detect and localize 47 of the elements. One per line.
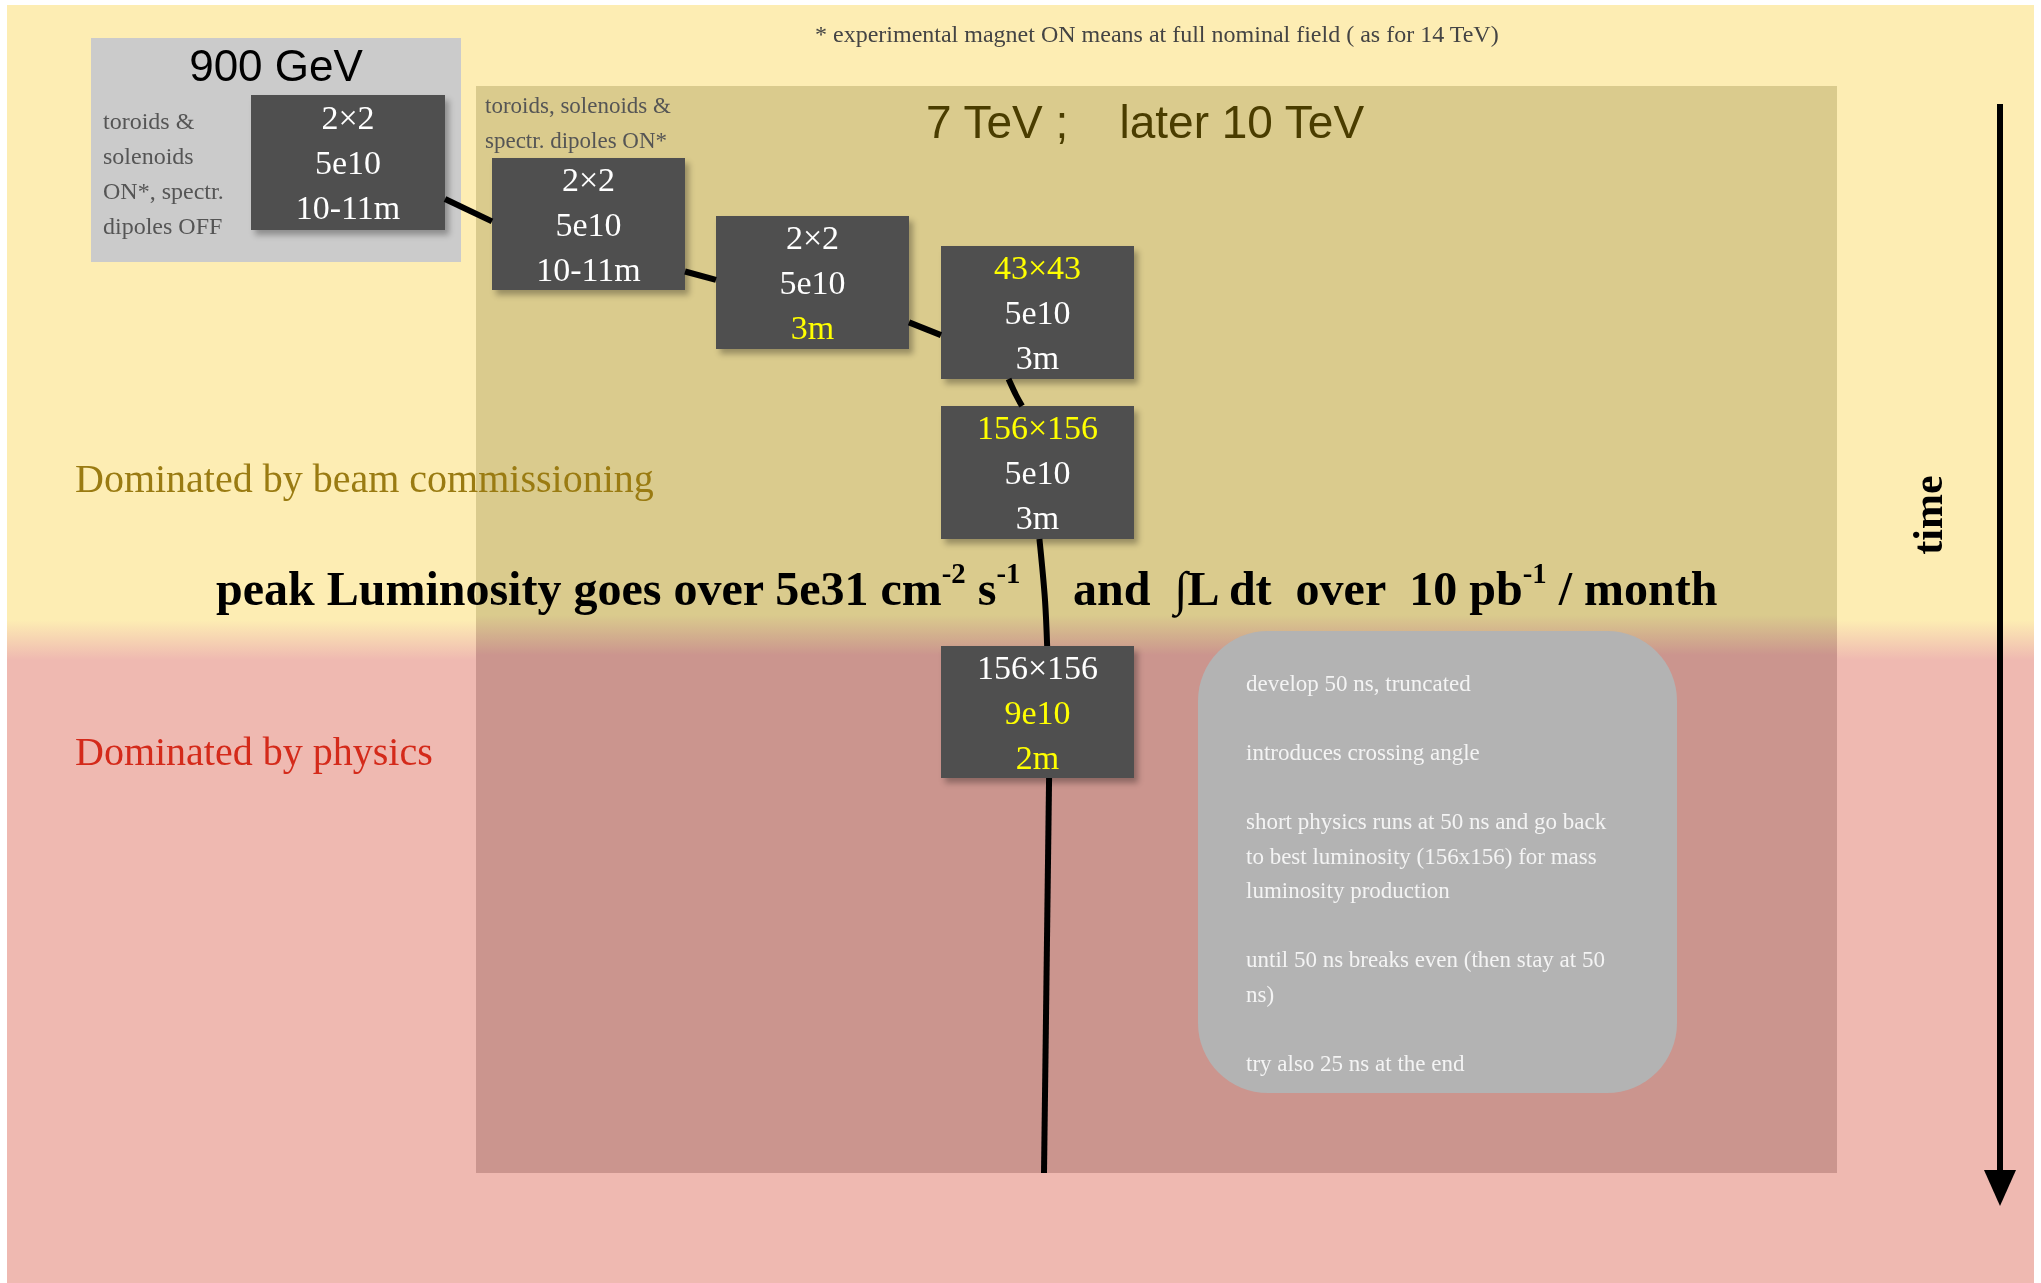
energy-heading: 7 TeV ; later 10 TeV [926, 95, 1365, 150]
parameter-box [941, 246, 1134, 379]
parameter-box [716, 216, 909, 349]
parameter-text: 5e10 [1004, 293, 1071, 333]
parameter-text: 2×2 [785, 218, 840, 258]
energy-heading: 900 GeV [188, 40, 364, 92]
parameter-text: 156×156 [976, 647, 1099, 688]
parameter-text: 2×2 [321, 98, 375, 138]
parameter-text: 5e10 [779, 263, 846, 303]
phase-label: Dominated by beam commissioning [75, 455, 654, 503]
magnet-note: toroids & solenoids ON*, spectr. dipoles OFF [103, 107, 225, 241]
parameter-text: 43×43 [993, 248, 1082, 288]
milestone-text: peak Luminosity goes over 5e31 cm$^{-2}$ s$^{-1}$ [216, 560, 1021, 617]
connector-line [443, 196, 494, 225]
parameter-text: 3m [1015, 498, 1060, 538]
notes-box [1198, 631, 1677, 1093]
parameter-text: 5e10 [555, 204, 622, 245]
parameter-text: 10-11m [295, 188, 401, 228]
parameter-text: 10-11m [536, 249, 641, 290]
parameter-text: 156×156 [976, 408, 1099, 448]
note-text: short physics runs at 50 ns and go back to best luminosity (156x156) for mass luminosity production [1246, 808, 1607, 905]
parameter-text: 3m [790, 308, 835, 348]
parameter-text: 3m [1015, 338, 1060, 378]
connector-line [684, 268, 717, 283]
parameter-box [941, 646, 1134, 778]
milestone-text: and ∫L dt over 10 pb$^{-1}$ / month [1073, 560, 1718, 618]
connector-line [907, 319, 943, 338]
footnote-text: * experimental magnet ON means at full nominal field ( as for 14 TeV) [815, 20, 1499, 49]
connector-line [1036, 538, 1051, 647]
connector-line [1041, 777, 1053, 1174]
parameter-text: 2×2 [561, 159, 616, 200]
note-text: develop 50 ns, truncated [1246, 670, 1472, 698]
parameter-text: 5e10 [314, 143, 382, 183]
parameter-box [251, 95, 445, 230]
parameter-text: 2m [1015, 737, 1060, 778]
axis-label: time [1903, 475, 1952, 555]
note-text: introduces crossing angle [1246, 739, 1481, 767]
magnet-note: toroids, solenoids & spectr. dipoles ON* [485, 92, 672, 155]
phase-label: Dominated by physics [75, 728, 433, 776]
parameter-text: 5e10 [1004, 453, 1071, 493]
connector-line [1005, 377, 1025, 408]
parameter-box [941, 406, 1134, 539]
phase-panel [91, 38, 461, 262]
note-text: until 50 ns breaks even (then stay at 50 ns) [1246, 946, 1606, 1009]
note-text: try also 25 ns at the end [1246, 1049, 1466, 1078]
parameter-text: 9e10 [1004, 692, 1071, 733]
parameter-box [492, 158, 685, 290]
